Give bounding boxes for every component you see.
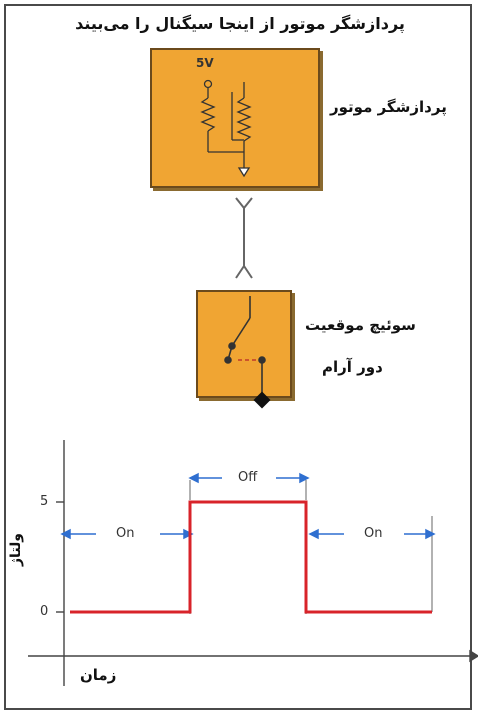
connector-icon	[235, 197, 253, 279]
switch-label-line1: سوئیچ موقعیت	[305, 316, 416, 334]
processor-wire	[231, 92, 244, 141]
resistor-right-icon	[236, 82, 252, 178]
switch-box	[196, 290, 292, 398]
tick-high: 5	[40, 494, 49, 509]
resistor-left-icon	[200, 79, 244, 153]
signal-line	[70, 500, 432, 614]
on-left-label: On	[116, 526, 135, 541]
header-title: پردازشگر موتور از اینجا سیگنال را می‌بین…	[75, 14, 405, 33]
voltage-label: 5V	[196, 56, 214, 70]
ground-icon	[253, 391, 271, 409]
graph-axes	[28, 440, 478, 686]
signal-series	[70, 500, 432, 614]
on-left-arrows-icon	[60, 528, 194, 540]
processor-label: پردازشگر موتور	[330, 98, 447, 116]
tick-low: 0	[40, 604, 49, 619]
switch-symbol-icon	[224, 296, 266, 398]
switch-label-line2: دور آرام	[322, 358, 383, 376]
x-axis-label: زمان	[80, 666, 117, 684]
processor-box	[150, 48, 320, 188]
off-arrows-icon	[188, 472, 310, 484]
on-right-label: On	[364, 526, 383, 541]
guide-lines	[189, 480, 433, 614]
on-right-arrows-icon	[308, 528, 436, 540]
y-axis-label: ولتاژ	[8, 533, 24, 566]
off-label: Off	[238, 470, 258, 485]
